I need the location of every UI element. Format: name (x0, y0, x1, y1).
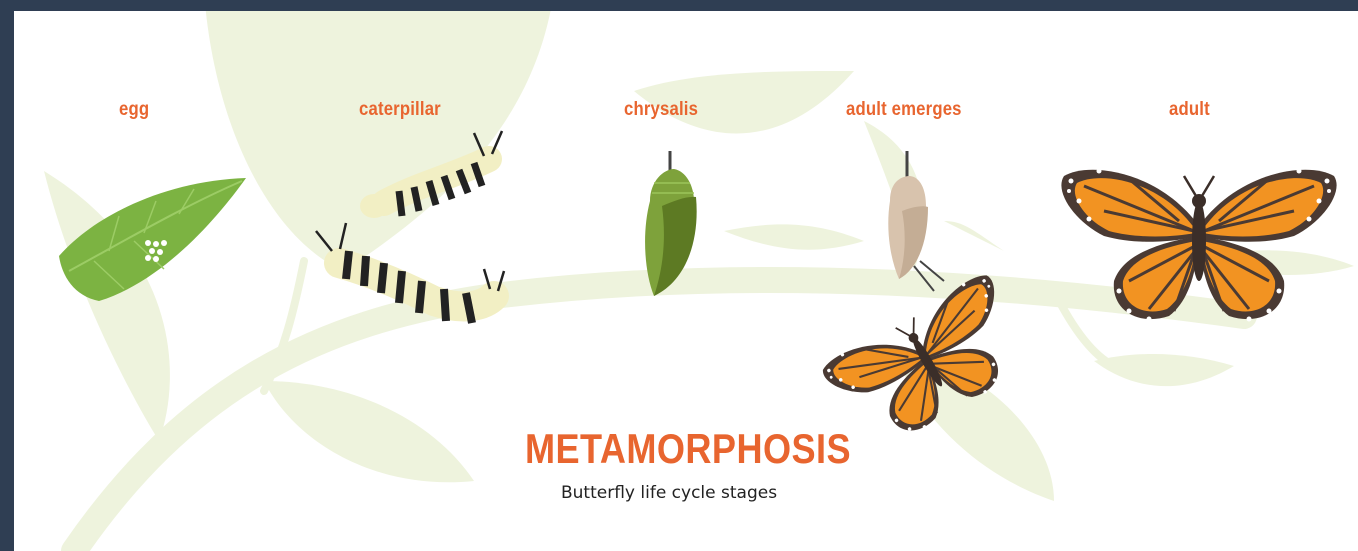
stage-label-egg: egg (119, 99, 149, 121)
stage-label-caterpillar: caterpillar (359, 99, 441, 121)
branch (74, 261, 1244, 551)
stage-label-chrysalis: chrysalis (624, 99, 698, 121)
diagram-title: METAMORPHOSIS (525, 425, 851, 473)
stage-label-adult: adult (1169, 99, 1210, 121)
stage-label-adult-emerges: adult emerges (846, 99, 962, 121)
diagram-subtitle: Butterfly life cycle stages (561, 483, 777, 503)
diagram-frame: egg caterpillar chrysalis adult emerges … (14, 11, 1358, 551)
egg-leaf (59, 178, 246, 301)
